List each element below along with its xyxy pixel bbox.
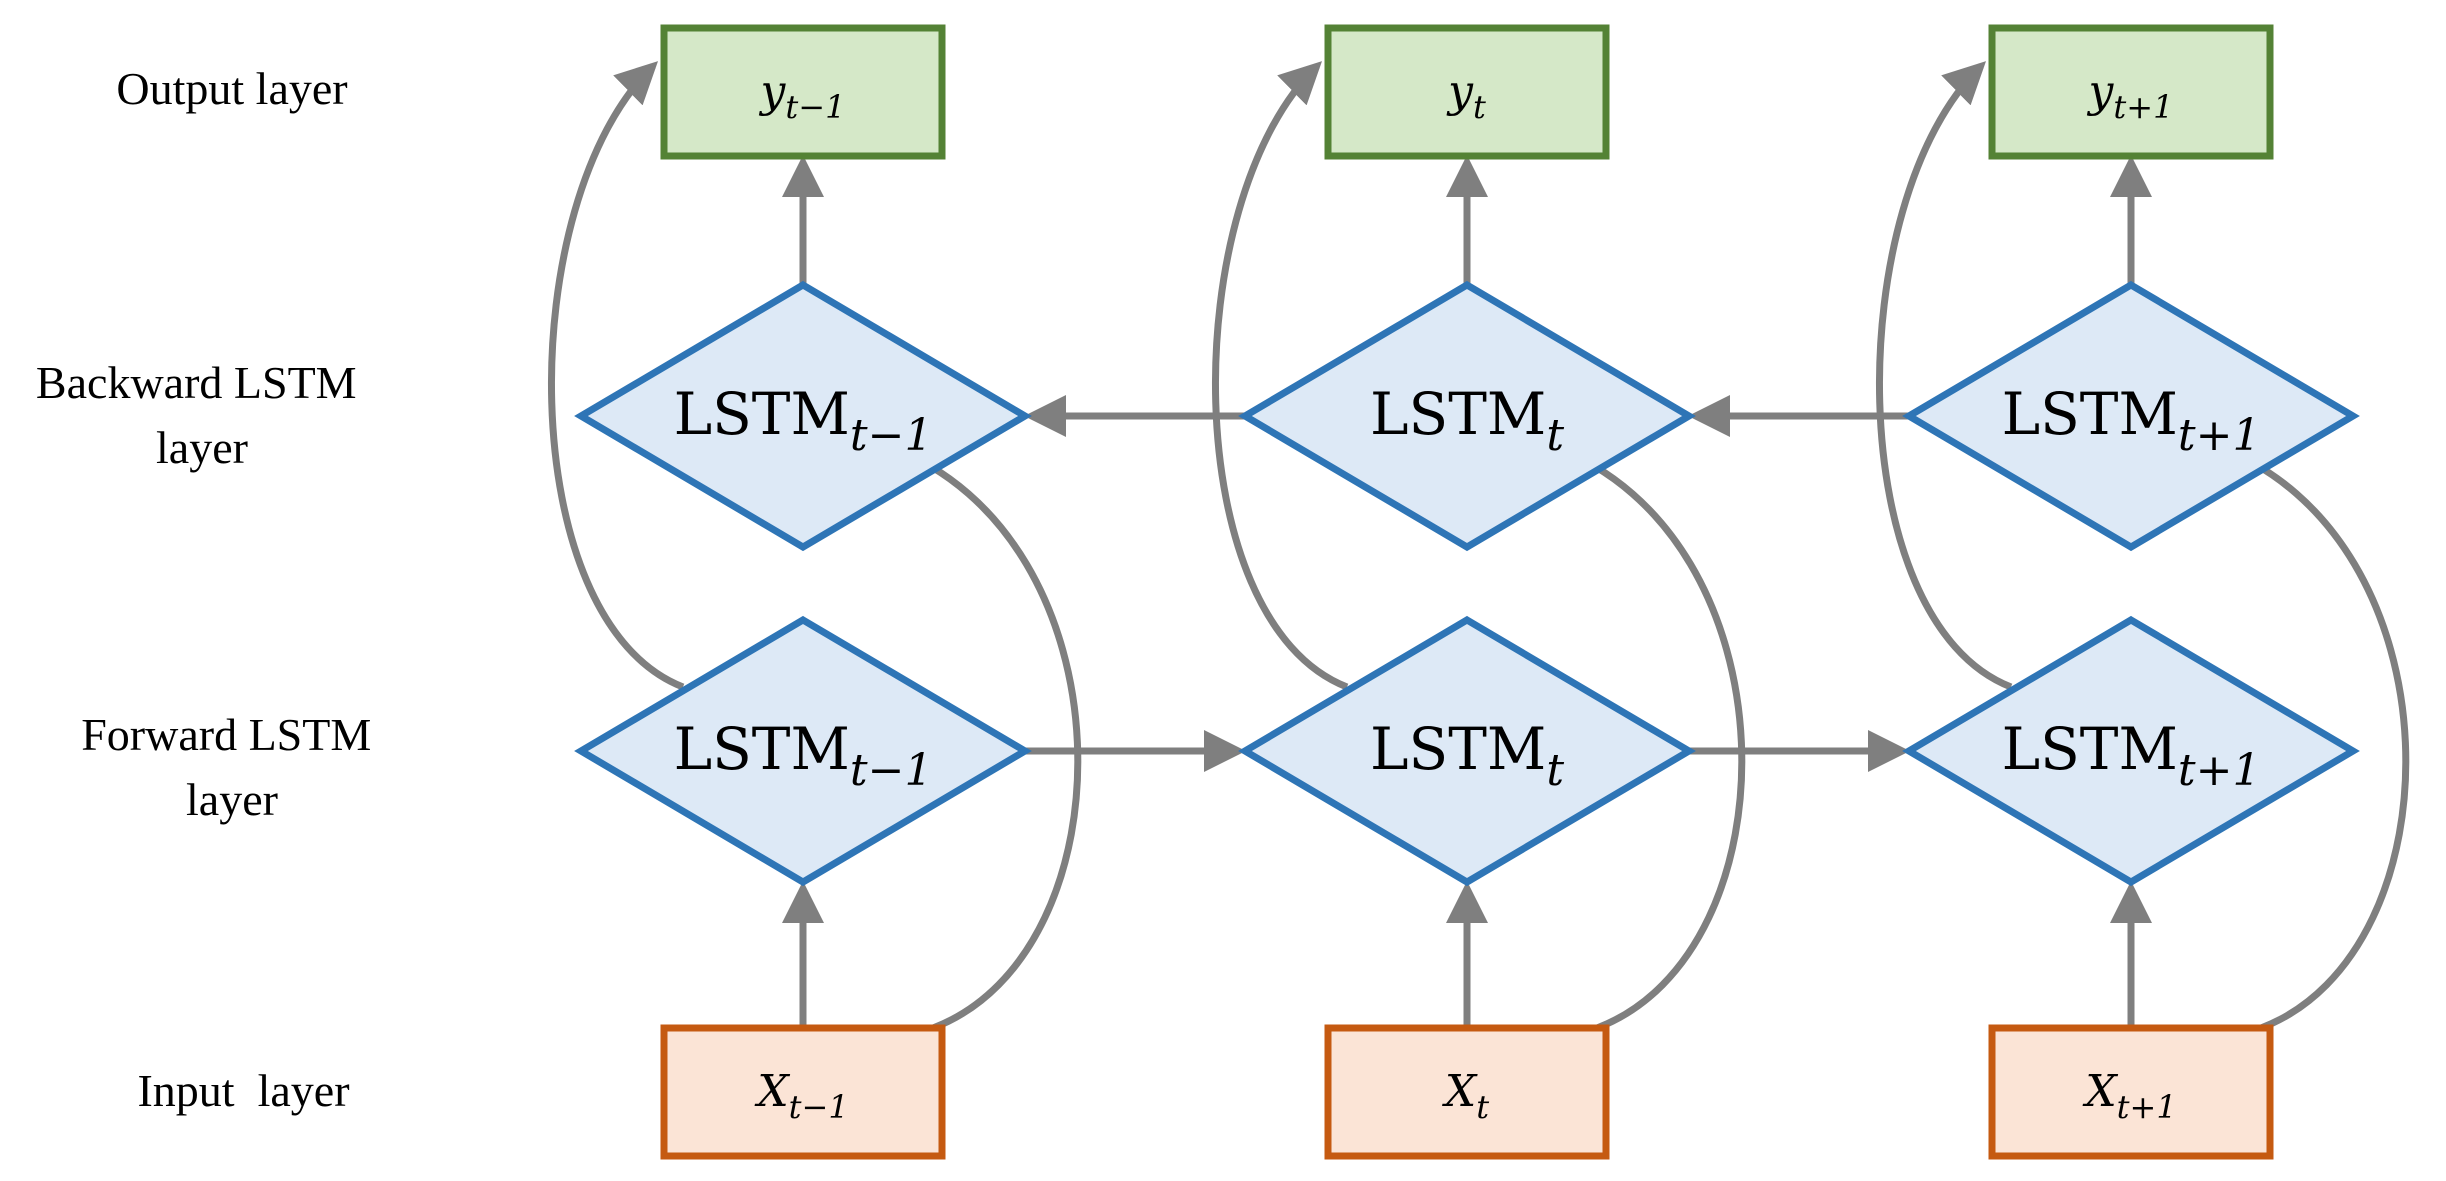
arrow-input-to-backward	[1545, 438, 1746, 1032]
output-node-label: yt−1	[759, 66, 846, 126]
forward-lstm-label: LSTMt+1	[2002, 715, 2261, 796]
input-layer-label: Input layer	[80, 1065, 384, 1116]
backward-lstm-layer-label: Backward LSTM layer	[36, 357, 368, 473]
forward-lstm-label: LSTMt−1	[674, 715, 933, 796]
arrow-forward-to-output	[548, 61, 685, 691]
arrow-forward-to-output	[1212, 61, 1349, 691]
backward-lstm-node	[574, 280, 1032, 552]
input-node-label: Xt−1	[754, 1066, 848, 1126]
forward-lstm-node	[1902, 615, 2360, 887]
forward-lstm-node	[1238, 615, 1696, 887]
forward-lstm-node	[574, 615, 1032, 887]
arrow-forward-to-output	[1876, 61, 2013, 691]
output-node	[660, 24, 946, 160]
backward-lstm-node	[1902, 280, 2360, 552]
output-layer-label: Output layer	[116, 63, 347, 114]
backward-lstm-node	[1238, 280, 1696, 552]
nodes: yt−1LSTMt−1LSTMt−1Xt−1ytLSTMtLSTMtXtyt+1…	[574, 24, 2360, 1160]
edges	[548, 61, 2410, 1032]
input-node	[660, 1024, 946, 1160]
output-node-label: yt	[1446, 66, 1486, 126]
input-node	[1324, 1024, 1610, 1160]
output-node	[1988, 24, 2274, 160]
arrow-input-to-backward	[2209, 438, 2410, 1032]
forward-lstm-label: LSTMt	[1370, 715, 1564, 796]
backward-lstm-label: LSTMt+1	[2002, 380, 2261, 461]
forward-lstm-layer-label: Forward LSTM layer	[81, 709, 383, 825]
arrow-input-to-backward	[881, 438, 1082, 1032]
output-node-label: yt+1	[2087, 66, 2174, 126]
output-node	[1324, 24, 1610, 160]
input-node-label: Xt	[1442, 1066, 1489, 1126]
input-node-label: Xt+1	[2082, 1066, 2176, 1126]
backward-lstm-label: LSTMt−1	[674, 380, 933, 461]
input-node	[1988, 1024, 2274, 1160]
backward-lstm-label: LSTMt	[1370, 380, 1564, 461]
